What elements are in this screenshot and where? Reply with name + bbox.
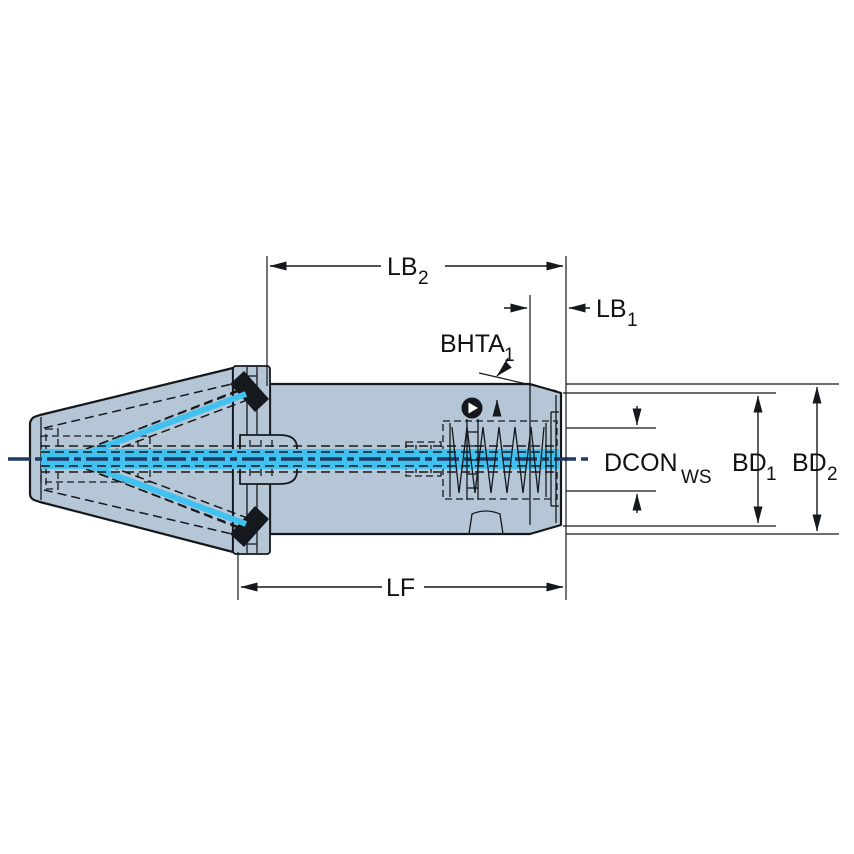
lb1-subscript: 1 xyxy=(627,310,638,331)
bd2-subscript: 2 xyxy=(827,464,838,485)
shank-bore-top xyxy=(43,383,233,429)
set-screw-arrow-icon xyxy=(468,402,478,414)
dcon-ws-subscript: WS xyxy=(681,467,712,488)
drive-key-top xyxy=(230,371,269,412)
bd2-label: BD xyxy=(792,449,827,477)
clamp-mechanism xyxy=(449,384,559,535)
dim-lf: LF xyxy=(237,552,564,602)
lf-label: LF xyxy=(386,574,415,602)
bhta1-label: BHTA xyxy=(440,330,505,358)
bhta1-subscript: 1 xyxy=(504,345,515,366)
lb2-label: LB xyxy=(387,253,418,281)
set-screw-stem xyxy=(466,419,479,500)
dim-bhta1: BHTA 1 xyxy=(440,330,558,417)
dim-lb1: LB 1 xyxy=(504,295,638,384)
bd1-label: BD xyxy=(732,449,767,477)
wrench-slot xyxy=(468,510,504,535)
shank-bore-bottom xyxy=(43,489,233,535)
dim-dcon-ws: DCON WS xyxy=(566,406,712,513)
counterbore-edge xyxy=(550,395,559,523)
dim-bd2: BD 2 xyxy=(566,383,839,535)
lb2-subscript: 2 xyxy=(418,268,429,289)
bd1-subscript: 1 xyxy=(766,464,777,485)
dim-bd1: BD 1 xyxy=(563,392,777,527)
coolant-channel-upper xyxy=(85,386,251,458)
gripper-groove-detail xyxy=(249,440,273,479)
dcon-ws-label: DCON xyxy=(604,449,678,477)
coolant-channel-lower xyxy=(85,460,251,532)
drive-key-bottom xyxy=(230,506,269,547)
lb1-label: LB xyxy=(596,295,627,323)
center-bore xyxy=(8,445,588,473)
